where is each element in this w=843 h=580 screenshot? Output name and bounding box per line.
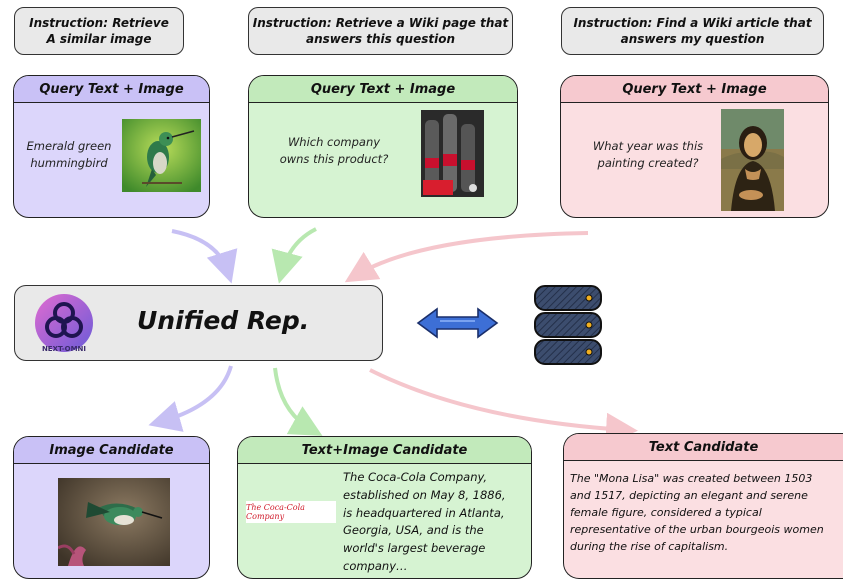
query-card-hummingbird: Query Text + Image Emerald green humming…	[13, 75, 210, 218]
candidate-text-line: established on May 8, 1886,	[343, 487, 506, 502]
query-text-line: Emerald green	[26, 139, 112, 153]
hummingbird-candidate-image	[58, 478, 170, 566]
mona-lisa-image	[721, 109, 784, 211]
query-text: What year was this painting created?	[583, 138, 713, 173]
logo-text: The Coca-Cola Company	[246, 503, 305, 521]
candidate-text-line: is headquartered in Atlanta,	[343, 505, 505, 520]
instruction-line: answers this question	[305, 32, 455, 46]
text-candidate-card: Text Candidate The "Mona Lisa" was creat…	[563, 433, 843, 579]
candidate-card-header: Text+Image Candidate	[238, 437, 531, 464]
database-icon	[531, 282, 605, 368]
hummingbird-image	[122, 119, 201, 192]
text-image-candidate-text: The Coca-Cola Company, established on Ma…	[343, 469, 529, 576]
instruction-box-wiki-article: Instruction: Find a Wiki article that ans…	[561, 7, 824, 55]
logo-text: NEXT-OMNI	[41, 345, 87, 353]
instruction-line: Instruction: Find a Wiki article that	[573, 15, 812, 30]
query-text-line: painting created?	[597, 156, 699, 171]
cocacola-company-logo: The Coca-Cola Company	[246, 501, 336, 523]
unified-rep-title: Unified Rep.	[137, 306, 310, 335]
arrow-query3-to-unified	[344, 231, 589, 283]
query-card-header: Query Text + Image	[249, 76, 517, 103]
candidate-text-line: Georgia, USA, and is the	[343, 523, 484, 538]
cocacola-bottles-image	[421, 110, 484, 197]
text-image-candidate-card: Text+Image Candidate The Coca-Cola Compa…	[237, 436, 532, 579]
candidate-text-line: female figure, considered a typical	[570, 506, 762, 520]
query-text-line: owns this product?	[279, 152, 389, 167]
candidate-text-line: during the rise of capitalism.	[570, 540, 729, 554]
instruction-box-image: Instruction: Retrieve A similar image	[14, 7, 184, 55]
arrow-unified-to-image	[148, 365, 233, 432]
candidate-text-line: The Coca-Cola Company,	[343, 470, 488, 484]
next-omni-logo: NEXT-OMNI	[32, 294, 96, 360]
query-card-monalisa: Query Text + Image What year was this pa…	[560, 75, 829, 218]
candidate-text-line: The "Mona Lisa" was created between 1503	[570, 472, 813, 485]
unified-representation-box: NEXT-OMNI Unified Rep.	[14, 285, 383, 361]
query-text: Which company owns this product?	[269, 134, 399, 169]
query-card-header: Query Text + Image	[14, 76, 209, 103]
candidate-card-header: Text Candidate	[564, 434, 843, 461]
query-text-line: hummingbird	[30, 156, 108, 171]
arrow-query2-to-unified	[271, 227, 317, 284]
arrow-unified-to-textimage	[273, 367, 323, 436]
candidate-text-line: world's largest beverage	[343, 541, 486, 556]
instruction-line: A similar image	[46, 32, 152, 46]
query-card-header: Query Text + Image	[561, 76, 828, 103]
candidate-card-header: Image Candidate	[14, 437, 209, 464]
instruction-box-wiki-page: Instruction: Retrieve a Wiki page that an…	[248, 7, 513, 55]
candidate-text-line: company…	[343, 559, 408, 574]
arrow-query1-to-unified	[171, 229, 238, 284]
instruction-line: Instruction: Retrieve	[29, 15, 169, 30]
instruction-line: answers my question	[620, 32, 765, 46]
candidate-text-line: and 1517, depicting an elegant and seren…	[570, 489, 808, 503]
double-arrow-icon	[416, 307, 499, 339]
query-text-line: Which company	[287, 135, 381, 149]
query-card-cocacola: Query Text + Image Which company owns th…	[248, 75, 518, 218]
image-candidate-card: Image Candidate	[13, 436, 210, 579]
text-candidate-text: The "Mona Lisa" was created between 1503…	[570, 470, 842, 555]
instruction-line: Instruction: Retrieve a Wiki page that	[252, 15, 509, 30]
query-text-line: What year was this	[592, 139, 704, 153]
arrow-unified-to-text	[369, 368, 638, 445]
query-text: Emerald green hummingbird	[20, 138, 118, 173]
candidate-text-line: representative of the urban bourgeois wo…	[570, 523, 824, 537]
